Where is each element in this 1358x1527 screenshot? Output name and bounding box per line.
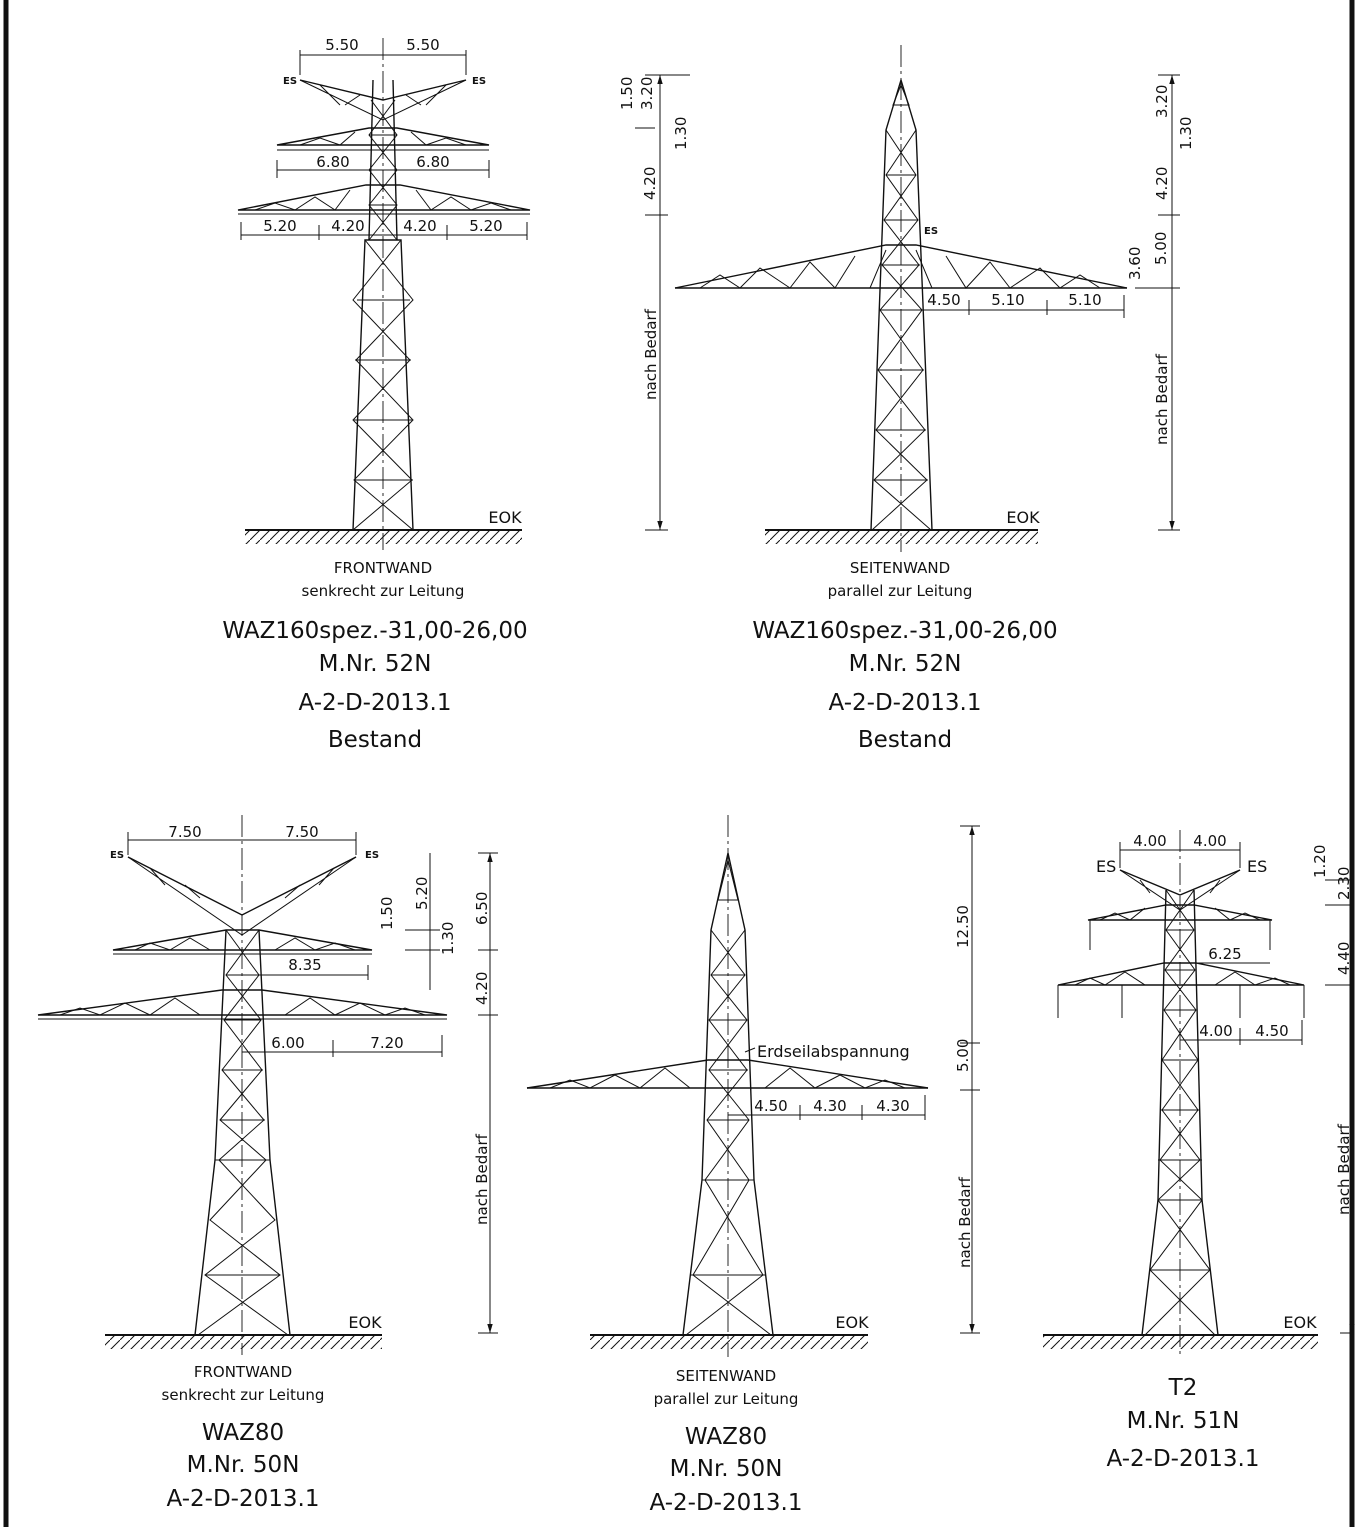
t3-dim-1: 7.50 [168,823,201,841]
t1-dim-2: 5.50 [406,36,439,54]
t1-dim-5: 5.20 [263,217,296,235]
t5-side-dim-2: 2.30 [1335,867,1353,900]
t1-ground-label: EOK [488,508,522,527]
t3-mnr: M.Nr. 50N [187,1452,300,1478]
t4-code: A-2-D-2013.1 [650,1490,803,1516]
t4-caption-2: parallel zur Leitung [654,1390,799,1408]
t4-caption-1: SEITENWAND [676,1367,776,1385]
t5-es-right: ES [1247,857,1267,876]
t2-status: Bestand [858,727,952,753]
t3-ground-label: EOK [348,1313,382,1332]
t2-arm-dim-3: 5.10 [1068,291,1101,309]
t2-mnr: M.Nr. 52N [849,651,962,677]
t3-title: WAZ80 [202,1420,284,1446]
t2-es: ES [924,226,938,237]
tower-5-t2 [1043,830,1355,1357]
t3-side-dim-6: nach Bedarf [473,1133,491,1225]
t5-dim-4: 4.00 [1199,1022,1232,1040]
tower-4-seitenwand [526,815,980,1357]
t3-es-left: ES [110,850,124,861]
t5-side-dim-1: 1.20 [1311,845,1329,878]
t1-dim-7: 4.20 [403,217,436,235]
t1-es-left: ES [283,76,297,87]
t2-dim-l4: 4.20 [641,167,659,200]
t3-side-dim-4: 6.50 [473,892,491,925]
t1-dim-6: 4.20 [331,217,364,235]
t2-title: WAZ160spez.-31,00-26,00 [752,618,1057,644]
t2-dim-l3: 1.30 [672,117,690,150]
t3-side-dim-1: 5.20 [413,877,431,910]
t1-dim-1: 5.50 [325,36,358,54]
t2-ground-label: EOK [1006,508,1040,527]
t4-side-dim-1: 12.50 [954,905,972,948]
t1-code: A-2-D-2013.1 [299,690,452,716]
t5-code: A-2-D-2013.1 [1107,1446,1260,1472]
t5-dim-5: 4.50 [1255,1022,1288,1040]
t3-es-right: ES [365,850,379,861]
t1-title: WAZ160spez.-31,00-26,00 [222,618,527,644]
t1-dim-8: 5.20 [469,217,502,235]
t2-arm-dim-2: 5.10 [991,291,1024,309]
t4-arm-dim-2: 4.30 [813,1097,846,1115]
t4-ground-label: EOK [835,1313,869,1332]
t2-dim-r4: 3.60 [1126,247,1144,280]
t2-dim-l1: 1.50 [618,77,636,110]
t5-dim-2: 4.00 [1193,832,1226,850]
t3-side-dim-2: 1.50 [378,897,396,930]
t2-caption-2: parallel zur Leitung [828,582,973,600]
t2-dim-l5: nach Bedarf [642,308,660,400]
t4-side-dim-3: nach Bedarf [956,1176,974,1268]
t2-caption-1: SEITENWAND [850,559,950,577]
t4-mnr: M.Nr. 50N [670,1456,783,1482]
t1-dim-3: 6.80 [316,153,349,171]
t1-es-right: ES [472,76,486,87]
tower-2-seitenwand [635,45,1180,552]
t4-arm-dim-3: 4.30 [876,1097,909,1115]
t1-caption-2: senkrecht zur Leitung [302,582,465,600]
t2-dim-l2: 3.20 [638,77,656,110]
t3-caption-1: FRONTWAND [194,1363,292,1381]
t3-side-dim-3: 1.30 [439,922,457,955]
t2-arm-dim-1: 4.50 [927,291,960,309]
tower-3-frontwand [37,815,498,1355]
t1-dim-4: 6.80 [416,153,449,171]
t5-side-dim-4: nach Bedarf [1335,1123,1353,1215]
t2-code: A-2-D-2013.1 [829,690,982,716]
t1-status: Bestand [328,727,422,753]
t5-mnr: M.Nr. 51N [1127,1408,1240,1434]
t5-dim-1: 4.00 [1133,832,1166,850]
t3-caption-2: senkrecht zur Leitung [162,1386,325,1404]
t5-ground-label: EOK [1283,1313,1317,1332]
t3-dim-5: 7.20 [370,1034,403,1052]
t1-caption-1: FRONTWAND [334,559,432,577]
t4-arm-dim-1: 4.50 [754,1097,787,1115]
t5-es-left: ES [1096,857,1116,876]
t3-dim-2: 7.50 [285,823,318,841]
t3-dim-3: 8.35 [288,956,321,974]
t3-side-dim-5: 4.20 [473,972,491,1005]
t1-mnr: M.Nr. 52N [319,651,432,677]
t5-dim-3: 6.25 [1208,945,1241,963]
t2-dim-r6: nach Bedarf [1153,353,1171,445]
t4-side-dim-2: 5.00 [954,1039,972,1072]
t3-dim-4: 6.00 [271,1034,304,1052]
t2-dim-r1: 3.20 [1153,85,1171,118]
t3-code: A-2-D-2013.1 [167,1486,320,1512]
t2-dim-r3: 4.20 [1153,167,1171,200]
t4-title: WAZ80 [685,1424,767,1450]
t5-title: T2 [1168,1375,1198,1401]
tower-1-frontwand [237,38,531,550]
t4-note: Erdseilabspannung [757,1042,910,1061]
t2-dim-r2: 1.30 [1177,117,1195,150]
t5-side-dim-3: 4.40 [1335,942,1353,975]
t2-dim-r5: 5.00 [1152,232,1170,265]
